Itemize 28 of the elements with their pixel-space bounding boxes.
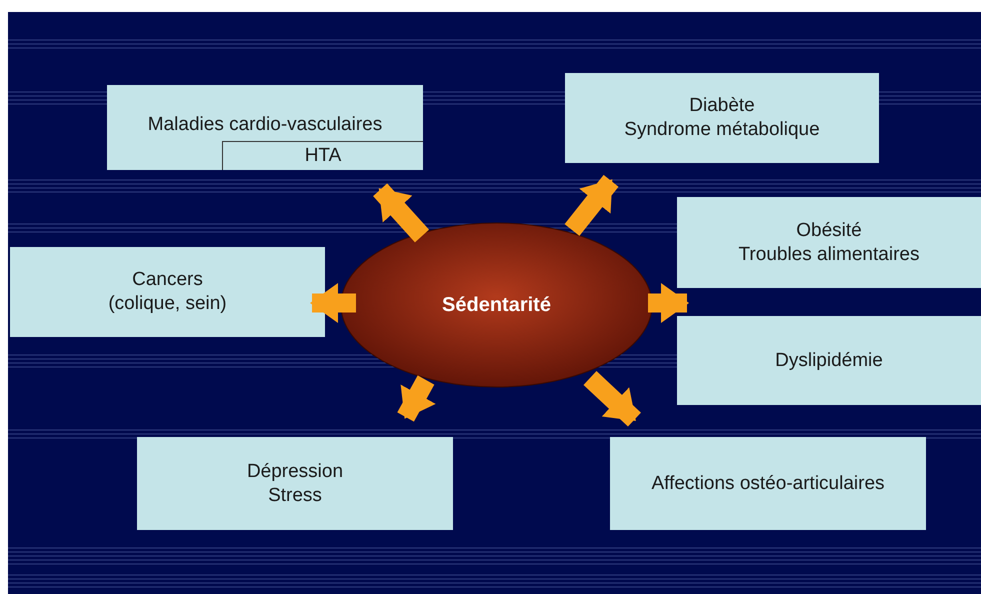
process-box [137, 437, 453, 530]
node-text: HTA [304, 144, 342, 168]
sub-box [222, 141, 423, 170]
node-text: Dyslipidémie [775, 348, 883, 372]
block-arrow [584, 371, 641, 427]
block-arrow [397, 375, 436, 422]
process-box [610, 437, 926, 530]
node-text: Cancers [132, 268, 203, 292]
node-text: Troubles alimentaires [738, 242, 920, 266]
block-arrow [564, 174, 619, 236]
node-text: Obésité [796, 218, 862, 242]
node-text: (colique, sein) [108, 292, 227, 316]
node-text: Dépression [246, 460, 344, 484]
process-box [677, 316, 981, 405]
node-text: Syndrome métabolique [624, 118, 820, 142]
process-box [10, 247, 325, 337]
block-arrow [310, 283, 356, 323]
process-box [107, 85, 423, 170]
process-box [565, 73, 879, 163]
ellipse-node [340, 222, 653, 388]
node-text: Sédentarité [442, 292, 551, 318]
node-text: Diabète [689, 94, 755, 118]
node-text: Affections ostéo-articulaires [651, 472, 885, 496]
node-text: Stress [268, 484, 322, 508]
process-box [677, 197, 981, 288]
block-arrow [373, 183, 430, 242]
block-arrow [648, 283, 689, 323]
node-text: Maladies cardio-vasculaires [148, 113, 382, 137]
